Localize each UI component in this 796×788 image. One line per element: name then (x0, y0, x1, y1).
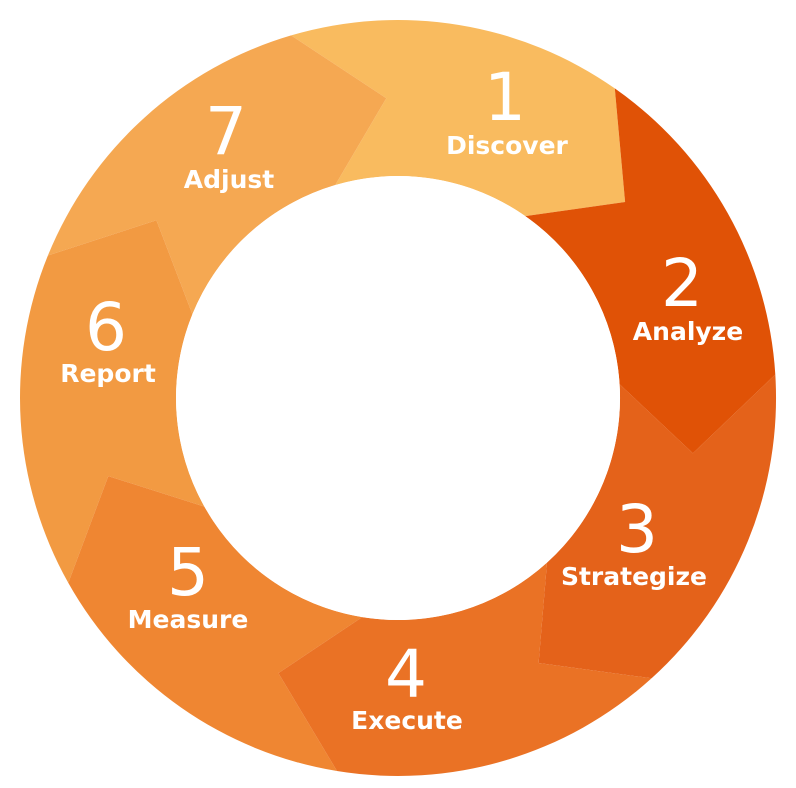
step-number-3: 3 (616, 491, 658, 568)
step-label-2: Analyze (633, 317, 743, 346)
step-number-6: 6 (85, 289, 127, 366)
segment-4 (68, 476, 363, 771)
step-label-7: Adjust (184, 165, 274, 194)
step-number-1: 1 (484, 59, 526, 136)
step-label-6: Report (60, 359, 156, 388)
step-label-4: Execute (351, 706, 463, 735)
ring (20, 19, 777, 776)
step-number-7: 7 (205, 93, 247, 170)
step-2: 2 Analyze (633, 245, 743, 346)
step-label-5: Measure (128, 605, 249, 634)
segment-5 (20, 220, 205, 583)
segment-3 (278, 562, 652, 776)
step-5: 5 Measure (128, 534, 249, 634)
step-number-5: 5 (167, 534, 209, 611)
step-label-3: Strategize (561, 562, 707, 591)
step-number-4: 4 (385, 636, 427, 713)
segment-6 (47, 35, 387, 315)
step-6: 6 Report (60, 289, 156, 388)
step-1: 1 Discover (446, 59, 568, 160)
step-number-2: 2 (661, 245, 703, 322)
step-3: 3 Strategize (561, 491, 707, 591)
step-label-1: Discover (446, 131, 568, 160)
step-4: 4 Execute (351, 636, 463, 735)
segment-1 (525, 88, 776, 454)
segment-7 (291, 19, 626, 217)
center-hole (176, 176, 620, 620)
segment-2 (538, 374, 777, 679)
step-7: 7 Adjust (184, 93, 274, 194)
